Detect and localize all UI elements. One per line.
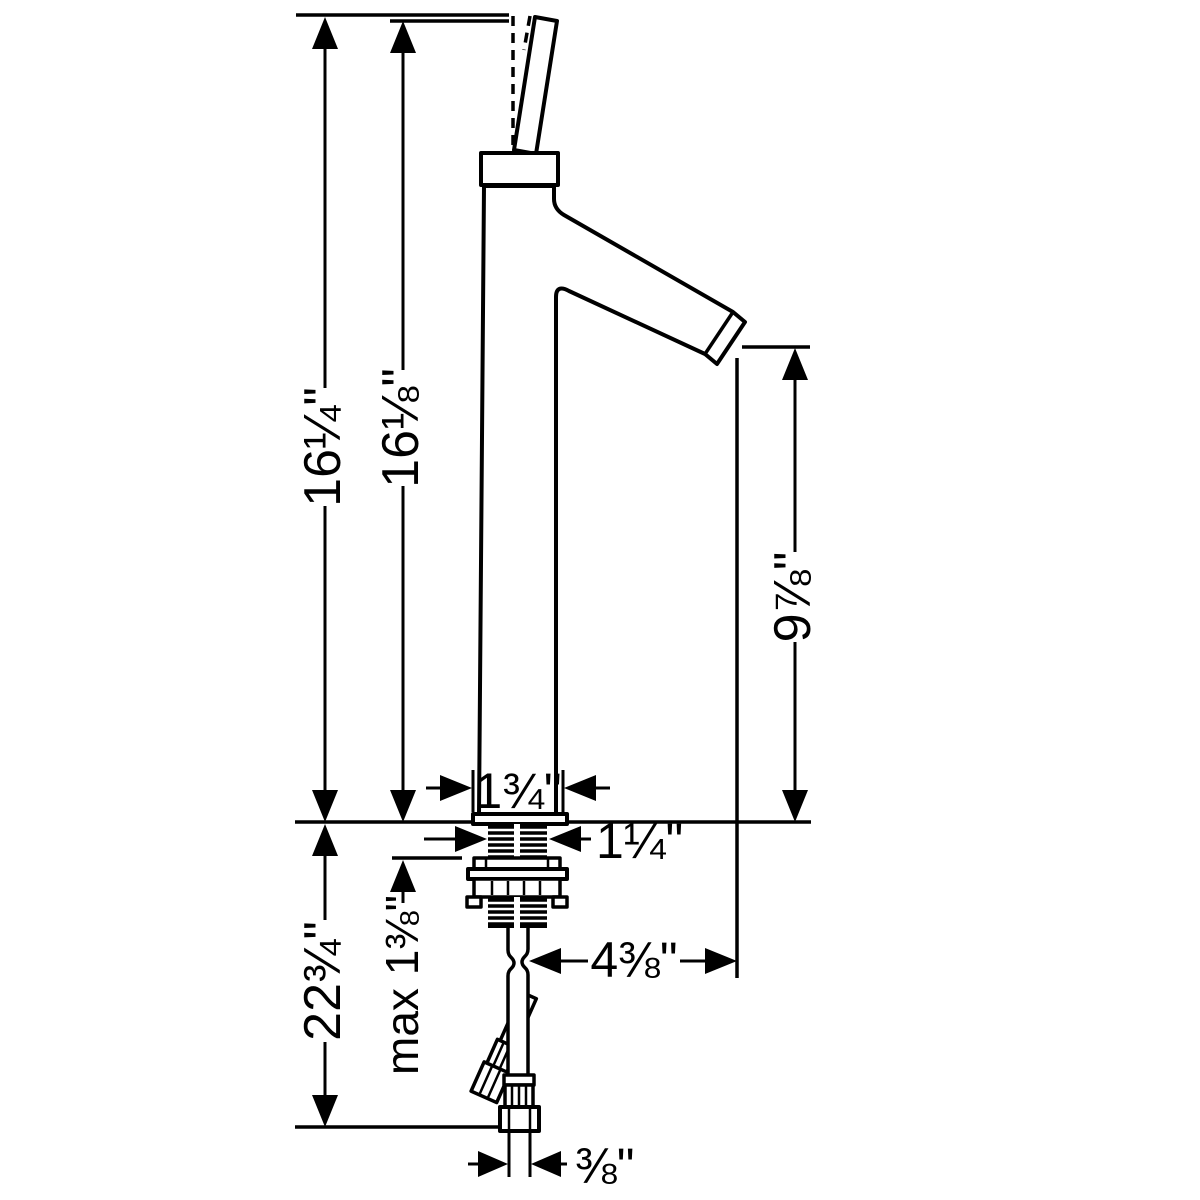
dimension-below-deck-depth: 22¾" <box>294 824 352 1127</box>
knurled-fitting <box>503 1083 535 1109</box>
dimension-label-spout-top: 16⅛" <box>372 368 430 488</box>
lower-threaded-section <box>488 897 547 928</box>
supply-pipe <box>506 928 530 1075</box>
dimension-height-to-spout-top: 16⅛" <box>372 21 430 822</box>
dimension-label-base-diameter: 1¾" <box>474 763 561 819</box>
dimension-label-outlet-height: 9⅞" <box>764 552 822 643</box>
dimension-label-hose-connection: ⅜" <box>575 1138 634 1194</box>
hex-connection-nut <box>498 1105 541 1133</box>
dimension-label-below-deck: 22¾" <box>294 921 352 1041</box>
spout-aerator-band-line <box>703 311 735 355</box>
threaded-shank <box>488 824 547 858</box>
mounting-locknut <box>465 856 569 909</box>
dimension-spout-reach: 4⅜" <box>529 932 737 988</box>
dimension-spout-outlet-height: 9⅞" <box>764 348 822 822</box>
dimension-label-spout-reach: 4⅜" <box>590 932 677 988</box>
faucet-body-and-spout <box>477 184 747 816</box>
handle-base-block <box>479 151 560 187</box>
handle-projection-dashed-line-short <box>522 15 532 51</box>
dimension-label-max-deck-thickness: max 1⅜" <box>376 895 428 1075</box>
dimension-base-diameter: 1¾" <box>426 763 610 819</box>
dimension-max-deck-thickness: max 1⅜" <box>376 860 428 1075</box>
faucet-lever-handle <box>512 15 559 156</box>
dimension-shank-diameter: 1¼" <box>424 813 683 869</box>
dimension-label-shank-diameter: 1¼" <box>596 813 683 869</box>
dimension-hose-connection: ⅜" <box>468 1138 634 1194</box>
dimension-label-total-height: 16¼" <box>294 387 352 507</box>
dimension-total-height: 16¼" <box>294 17 352 822</box>
